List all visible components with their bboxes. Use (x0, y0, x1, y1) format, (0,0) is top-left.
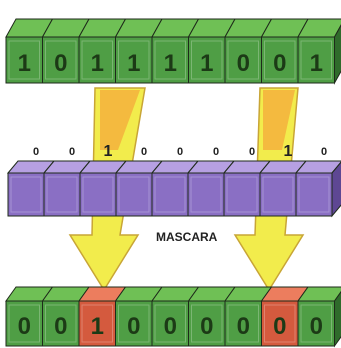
mask-bit-digit: 0 (69, 146, 75, 158)
output-bit-cell (151, 286, 200, 347)
input-bit-digit: 1 (310, 50, 323, 77)
input-bit-digit: 1 (91, 50, 104, 77)
input-bit-cell (224, 18, 273, 84)
output-bit-digit: 0 (310, 313, 323, 340)
mask-bit-digit: 1 (104, 143, 113, 160)
input-bit-digit: 1 (164, 50, 177, 77)
input-bit-cell (78, 18, 127, 84)
input-bit-digit: 1 (127, 50, 140, 77)
mask-bit-cell (42, 160, 92, 217)
mask-bit-digit: 0 (249, 146, 255, 158)
mask-bit-cell (6, 160, 56, 217)
input-bit-cell (297, 18, 341, 84)
mask-bit-digit: 0 (141, 146, 147, 158)
input-bit-digit: 1 (18, 50, 31, 77)
mask-bit-cell (222, 160, 272, 217)
output-bit-cell (297, 286, 341, 347)
output-bit-digit: 0 (54, 313, 67, 340)
mask-bit-cell (114, 160, 164, 217)
mask-label: MASCARA (156, 230, 218, 244)
output-bit-digit: 0 (273, 313, 286, 340)
output-bit-digit: 0 (200, 313, 213, 340)
mask-bit-cell (294, 160, 341, 217)
input-bit-digit: 0 (54, 50, 67, 77)
input-bit-digit: 0 (273, 50, 286, 77)
mask-bit-cell (78, 160, 128, 217)
output-bit-digit: 0 (127, 313, 140, 340)
output-bit-digit: 1 (91, 313, 104, 340)
mask-register: 0 0 1 0 0 0 0 1 0 (6, 143, 341, 218)
input-bit-digit: 1 (200, 50, 213, 77)
input-bit-cell (260, 18, 309, 84)
mask-bit-digit: 0 (321, 146, 327, 158)
mask-bit-digit: 0 (213, 146, 219, 158)
mask-bit-cell (186, 160, 236, 217)
output-bit-cell (114, 286, 163, 347)
input-bit-digit: 0 (237, 50, 250, 77)
output-bit-digit: 0 (164, 313, 177, 340)
output-bit-digit: 0 (18, 313, 31, 340)
mask-bit-digit: 1 (284, 143, 293, 160)
input-bit-cell (187, 18, 236, 84)
mask-bit-digit: 0 (177, 146, 183, 158)
output-bit-cell (260, 286, 309, 347)
output-bit-digit: 0 (237, 313, 250, 340)
input-bit-cell (114, 18, 163, 84)
mask-bit-digit: 0 (33, 146, 39, 158)
output-bit-cell (78, 286, 127, 347)
